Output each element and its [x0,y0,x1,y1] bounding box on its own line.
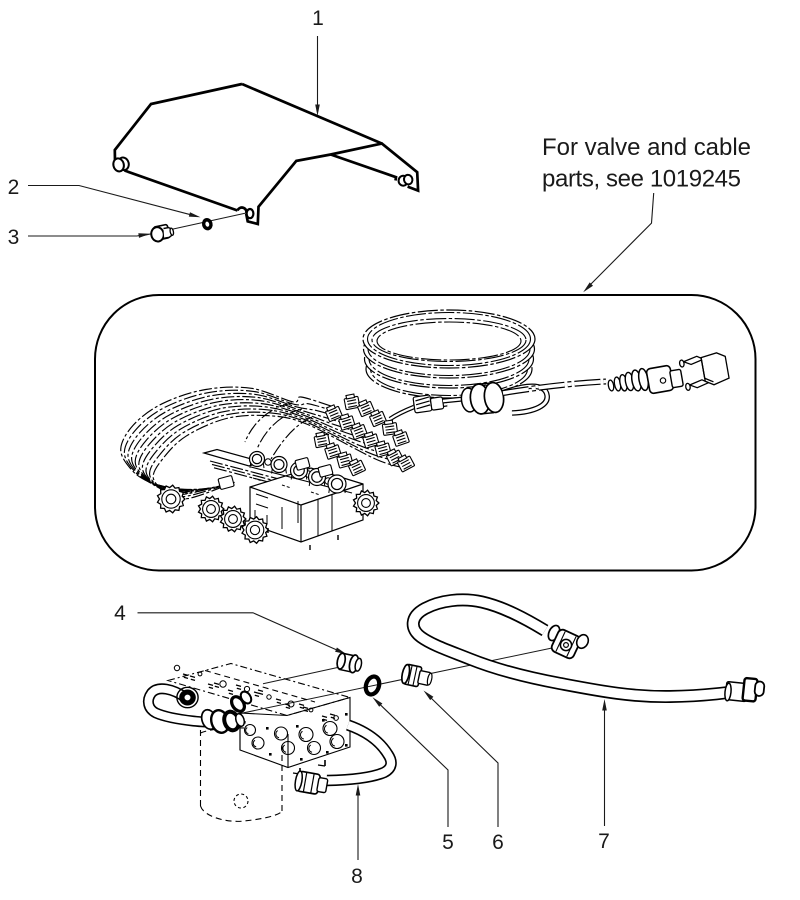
svg-text:7: 7 [598,830,610,853]
svg-text:2: 2 [8,176,20,199]
svg-text:For valve and cable: For valve and cable [542,134,751,161]
svg-text:3: 3 [8,226,20,249]
svg-text:parts, see 1019245: parts, see 1019245 [542,166,741,193]
svg-text:1: 1 [312,7,324,30]
svg-text:6: 6 [492,831,504,854]
svg-text:5: 5 [442,831,454,854]
svg-text:4: 4 [114,602,126,625]
svg-text:8: 8 [351,865,363,888]
